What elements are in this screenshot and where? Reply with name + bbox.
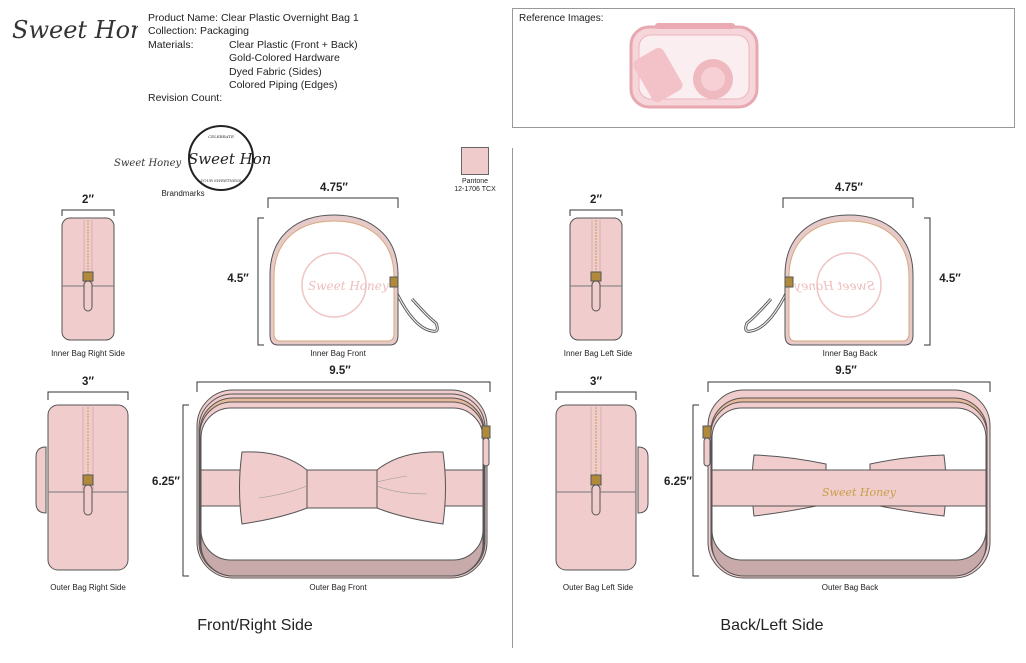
material-item: Gold-Colored Hardware — [229, 52, 340, 65]
svg-text:YOUR SWEETNESS: YOUR SWEETNESS — [201, 178, 242, 183]
svg-text:CELEBRATE: CELEBRATE — [208, 134, 234, 139]
inner-front-caption: Inner Bag Front — [310, 349, 366, 358]
svg-text:Sweet Honey: Sweet Honey — [12, 16, 138, 44]
outer-back-caption: Outer Bag Back — [821, 583, 879, 592]
inner-bag-back-drawing — [744, 213, 915, 347]
inner-bag-front-drawing — [268, 213, 439, 347]
divider — [512, 148, 513, 648]
inner-bag-right-side-drawing — [61, 217, 115, 341]
reference-photo — [629, 23, 759, 109]
outer-left-side-caption: Outer Bag Left Side — [562, 583, 634, 592]
material-item: Dyed Fabric (Sides) — [229, 65, 322, 78]
brandmarks-label: Brandmarks — [161, 189, 205, 198]
inner-back-width: 4.75″ — [835, 182, 863, 194]
inner-front-height: 4.5″ — [227, 273, 249, 285]
collection: Collection: Packaging — [148, 25, 249, 38]
materials-label: Materials: — [148, 38, 194, 51]
outer-front-height: 6.25″ — [152, 476, 180, 488]
inner-left-side-caption: Inner Bag Left Side — [563, 349, 633, 358]
material-item: Colored Piping (Edges) — [229, 79, 338, 92]
product-name: Product Name: Clear Plastic Overnight Ba… — [148, 12, 359, 24]
material-item: Clear Plastic (Front + Back) — [229, 38, 358, 51]
product-info: Product Name: Clear Plastic Overnight Ba… — [148, 12, 359, 106]
reference-images-panel: Reference Images: — [512, 8, 1015, 128]
section-back-left: Back/Left Side — [720, 617, 824, 634]
inner-bag-left-side-drawing — [569, 217, 623, 341]
brandmarks: Sweet Honey CELEBRATE Sweet Honey YOUR S… — [114, 125, 270, 191]
svg-text:Sweet Honey: Sweet Honey — [188, 150, 270, 168]
inner-left-side-width: 2″ — [590, 194, 602, 206]
pantone-swatch — [461, 147, 489, 175]
outer-bag-back-drawing: Sweet Honey — [702, 389, 991, 579]
outer-front-caption: Outer Bag Front — [309, 583, 367, 592]
inner-front-width: 4.75″ — [320, 182, 348, 194]
inner-right-side-width: 2″ — [82, 194, 94, 206]
sweet-honey-logo: Sweet Honey — [12, 16, 138, 44]
inner-back-caption: Inner Bag Back — [822, 349, 878, 358]
svg-text:Sweet Honey: Sweet Honey — [822, 486, 897, 499]
outer-bag-right-side-drawing — [35, 404, 129, 571]
outer-back-width: 9.5″ — [835, 365, 857, 377]
outer-bag-front-drawing — [196, 389, 491, 579]
svg-text:Sweet Honey: Sweet Honey — [114, 158, 182, 169]
outer-right-side-width: 3″ — [82, 376, 94, 388]
outer-front-width: 9.5″ — [329, 365, 351, 377]
inner-right-side-caption: Inner Bag Right Side — [51, 349, 125, 358]
revision-count: Revision Count: — [148, 92, 223, 105]
reference-images-title: Reference Images: — [519, 13, 604, 24]
section-front-right: Front/Right Side — [197, 617, 313, 634]
outer-left-side-width: 3″ — [590, 376, 602, 388]
outer-bag-left-side-drawing — [555, 404, 649, 571]
outer-back-height: 6.25″ — [664, 476, 692, 488]
inner-back-height: 4.5″ — [939, 273, 961, 285]
outer-right-side-caption: Outer Bag Right Side — [50, 583, 126, 592]
